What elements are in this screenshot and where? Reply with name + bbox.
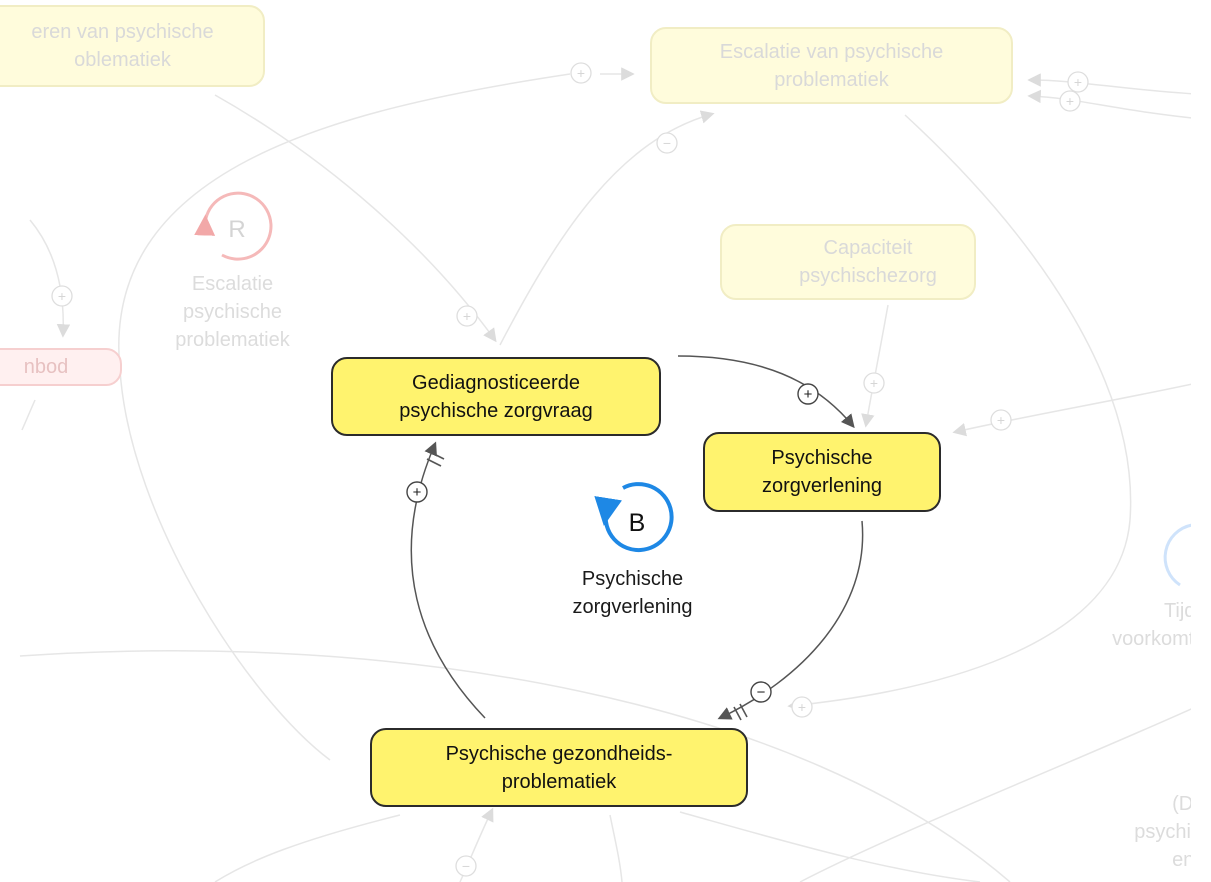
faded-polarity-markers — [51, 62, 1089, 877]
faded-label-right-mid: Tijdig voorkomt e — [1112, 600, 1211, 650]
node-psychological-care[interactable]: Psychische zorgverlening — [703, 432, 941, 512]
faded-link-escalation-right-2 — [1027, 89, 1211, 121]
polarity-minus-care-to-problems: − — [757, 684, 766, 701]
faded-polarity-signs: + − + + + + + + + − — [58, 65, 1082, 874]
faded-polarity-plus: + — [997, 412, 1005, 428]
reinforcing-loop-name: Escalatie psychische problematiek — [175, 273, 290, 351]
faded-link-diagnosed-to-escalation — [499, 110, 715, 346]
faded-polarity-plus: + — [870, 375, 878, 391]
faded-link-capacity-to-care — [861, 304, 889, 428]
link-diagnosed-to-care — [677, 355, 855, 429]
balancing-loop-name: Psychische zorgverlening — [572, 568, 693, 618]
node-capacity[interactable]: Capaciteit psychischezorg — [720, 224, 976, 300]
node-left-partial[interactable]: nbod — [0, 348, 122, 386]
faded-polarity-plus: + — [58, 288, 66, 304]
faded-link-right-to-care — [952, 379, 1211, 437]
faded-polarity-plus: + — [463, 308, 471, 324]
active-polarity-signs: + + − — [413, 386, 813, 701]
faded-link-big-arc — [118, 73, 571, 761]
faded-polarity-plus: + — [1066, 93, 1074, 109]
delay-marks — [426, 451, 748, 721]
faded-link-topleft-to-diagnosed — [214, 94, 497, 343]
polarity-plus-diagnosed-to-care: + — [804, 386, 813, 403]
faded-link-bottom-right-2 — [799, 699, 1211, 882]
faded-link-escalation-right — [1027, 73, 1211, 96]
reinforcing-loop-marker: R — [228, 216, 245, 243]
faded-link-left-arc — [29, 219, 71, 338]
link-care-to-problems — [717, 520, 864, 720]
node-top-left-partial[interactable]: eren van psychische oblematiek — [0, 5, 265, 87]
faded-link-escalation-down — [787, 114, 1132, 712]
node-diagnosed-care-demand[interactable]: Gediagnosticeerde psychische zorgvraag — [331, 357, 661, 436]
faded-polarity-plus: + — [798, 699, 806, 715]
balancing-loop-marker: B — [629, 509, 646, 537]
faded-polarity-minus: − — [663, 135, 671, 151]
faded-link-bottom-wide — [19, 650, 1011, 882]
active-polarity-markers — [406, 383, 819, 703]
faded-polarity-minus: − — [462, 858, 470, 874]
faded-link-bottom-right — [679, 811, 981, 882]
faded-polarity-plus: + — [577, 65, 585, 81]
faded-link-bottom-center — [609, 814, 623, 882]
canvas-right-edge — [1191, 0, 1211, 882]
faded-label-right-bottom: (De- psychisc en h — [1134, 793, 1211, 871]
faded-links — [19, 67, 1211, 882]
balancing-loop-icon: B — [594, 482, 674, 553]
faded-link-bottom-left — [214, 814, 401, 882]
node-escalation[interactable]: Escalatie van psychische problematiek — [650, 27, 1013, 104]
node-mental-health-problems[interactable]: Psychische gezondheids- problematiek — [370, 728, 748, 807]
faded-loop-icon-right — [1163, 523, 1193, 587]
faded-link-left-short — [21, 399, 36, 431]
polarity-plus-problems-to-diagnosed: + — [413, 484, 422, 501]
faded-polarity-plus: + — [1074, 74, 1082, 90]
reinforcing-loop-icon: R — [194, 191, 273, 261]
